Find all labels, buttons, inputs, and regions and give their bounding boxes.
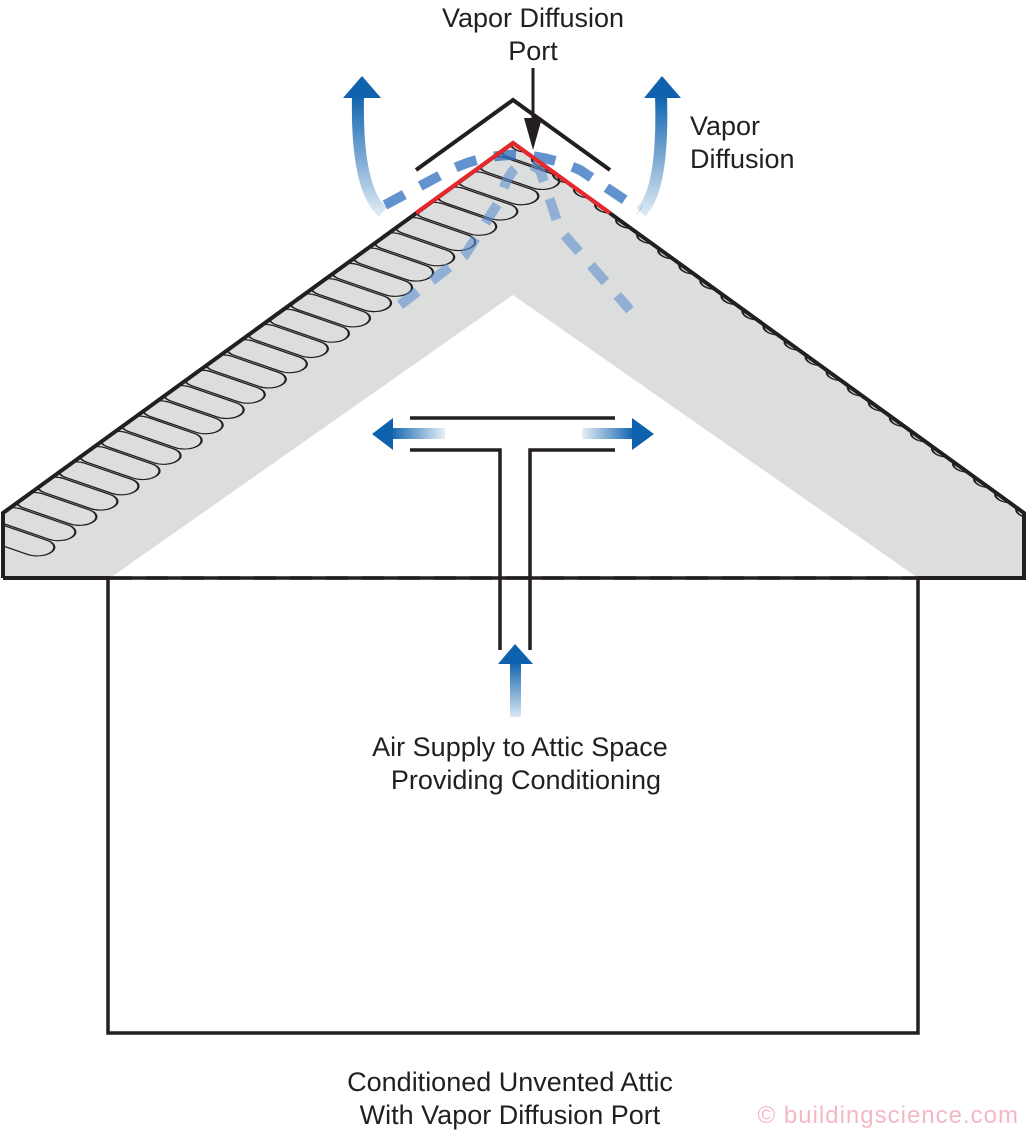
label-line: Air Supply to Attic Space xyxy=(372,732,668,762)
label-line: With Vapor Diffusion Port xyxy=(359,1100,661,1130)
supply-duct xyxy=(410,416,615,650)
batt-loop xyxy=(509,143,592,153)
roof-insulation xyxy=(3,143,1024,578)
label-line: Diffusion xyxy=(690,144,795,174)
label-line: Port xyxy=(508,36,558,66)
air-arrow-left xyxy=(372,418,445,450)
watermark: © buildingscience.com xyxy=(757,1102,1019,1129)
label-line: Vapor xyxy=(690,111,761,141)
port-pointer-arrow xyxy=(524,68,542,150)
label-line: Providing Conditioning xyxy=(390,765,662,795)
batt-loop xyxy=(952,439,1024,474)
roof-outline xyxy=(0,140,1026,580)
vapor-path-dashes xyxy=(382,150,643,314)
batt-loop xyxy=(1015,484,1024,519)
conditioned-space xyxy=(106,576,920,1035)
batt-loop xyxy=(3,507,77,542)
label-line: Conditioned Unvented Attic xyxy=(347,1067,673,1097)
batt-loop xyxy=(994,469,1024,504)
label-line: Vapor Diffusion xyxy=(441,3,625,33)
air-supply-arrow xyxy=(498,644,533,717)
vapor-arrow-left xyxy=(343,76,388,217)
air-arrow-right xyxy=(582,418,654,450)
vapor-arrow-right xyxy=(636,76,681,217)
vapor-membrane xyxy=(414,140,612,215)
ridge-cap xyxy=(414,97,612,172)
